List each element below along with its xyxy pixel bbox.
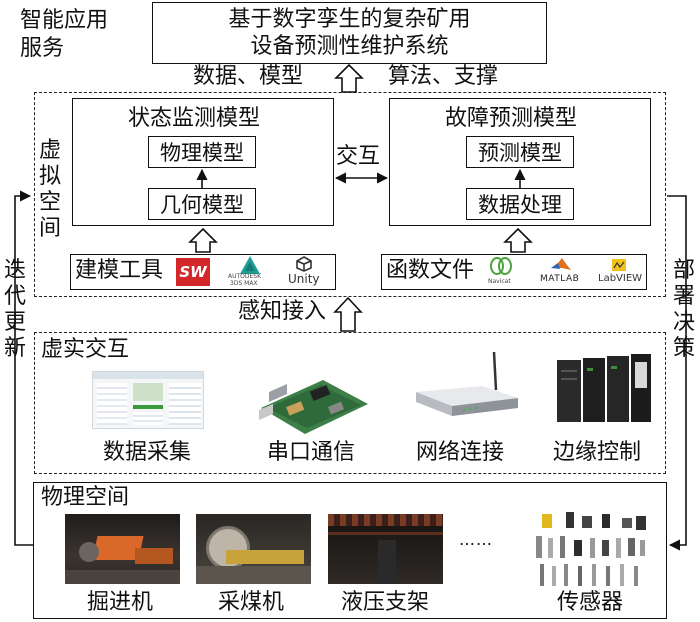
sensors-image (526, 510, 654, 592)
deploy-decision-char: 决 (672, 310, 695, 335)
solidworks-logo: SW (176, 258, 210, 286)
physical-space-label: 物理空间 (41, 485, 130, 510)
router-image (412, 348, 522, 428)
roadheader-image (65, 514, 180, 584)
labview-logo: LabVIEW (596, 256, 644, 288)
prediction-model-box: 预测模型 (466, 136, 574, 168)
deploy-decision-label: 部 署 决 策 (672, 258, 696, 362)
iterate-update-label: 迭 代 更 新 (3, 258, 27, 362)
virtual-real-interaction-region (34, 332, 666, 474)
service-label-line2: 服务 (20, 36, 65, 61)
function-files-label: 函数文件 (386, 258, 475, 283)
navicat-logo-text: Navicat (488, 278, 511, 285)
service-label-line1: 智能应用 (20, 8, 109, 33)
solidworks-logo-text: SW (179, 263, 207, 281)
data-processing-box: 数据处理 (466, 188, 574, 220)
deploy-decision-char: 署 (672, 284, 695, 309)
physical-model-box: 物理模型 (148, 136, 256, 168)
deploy-decision-char: 部 (672, 258, 695, 283)
hydraulic-support-image (328, 514, 443, 584)
edge-controller-image (553, 348, 655, 434)
3dsmax-logo-line1: AUTODESK (228, 273, 262, 280)
prediction-model-label: 预测模型 (478, 141, 562, 165)
matlab-logo: MATLAB (538, 256, 584, 288)
physical-item-sensor: 传感器 (557, 590, 624, 615)
virtual-real-interaction-label: 虚实交互 (41, 337, 130, 362)
labview-logo-text: LabVIEW (598, 273, 643, 284)
virtual-real-item-serial-communication: 串口通信 (267, 440, 356, 465)
virtual-space-char: 拟 (38, 164, 61, 189)
data-model-label: 数据、模型 (193, 64, 304, 89)
geometric-model-box: 几何模型 (148, 188, 256, 220)
interaction-label: 交互 (336, 144, 381, 169)
virtual-real-item-edge-control: 边缘控制 (553, 440, 642, 465)
hollow-arrow-to-system (334, 63, 364, 93)
physical-ellipsis: …… (459, 530, 493, 549)
physical-item-shearer: 采煤机 (218, 590, 285, 615)
iterate-update-char: 代 (3, 284, 26, 309)
virtual-space-char: 空 (38, 190, 61, 215)
hollow-arrow-sense-access (333, 296, 363, 332)
iterate-update-char: 迭 (3, 258, 26, 283)
physical-model-label: 物理模型 (160, 141, 244, 165)
system-title-line1: 基于数字孪生的复杂矿用 (228, 7, 471, 32)
shearer-image (196, 514, 311, 584)
serial-board-image (253, 358, 373, 440)
fault-prediction-model-title: 故障预测模型 (445, 106, 578, 131)
virtual-space-char: 虚 (38, 138, 61, 163)
physical-item-hydraulic-support: 液压支架 (341, 590, 430, 615)
unity-logo: Unity (282, 256, 326, 288)
data-acquisition-screenshot (92, 371, 204, 429)
system-title-box: 基于数字孪生的复杂矿用 设备预测性维护系统 (152, 2, 547, 64)
3dsmax-logo: AUTODESK 3DS MAX (228, 256, 272, 288)
deploy-decision-char: 策 (672, 336, 695, 361)
unity-logo-text: Unity (288, 272, 320, 286)
modeling-tools-label: 建模工具 (75, 258, 164, 283)
deploy-decision-loop (667, 195, 687, 551)
status-monitoring-model-title: 状态监测模型 (128, 106, 261, 131)
iterate-update-char: 新 (3, 336, 26, 361)
iterate-update-loop (14, 190, 33, 546)
function-files-box (381, 254, 647, 290)
sense-access-label: 感知接入 (238, 299, 327, 324)
system-title-line2: 设备预测性维护系统 (250, 34, 449, 59)
geometric-model-label: 几何模型 (160, 193, 244, 217)
virtual-space-char: 间 (38, 216, 61, 241)
iterate-update-char: 更 (3, 310, 26, 335)
virtual-real-item-data-acquisition: 数据采集 (103, 440, 192, 465)
3dsmax-logo-line2: 3DS MAX (230, 280, 258, 287)
virtual-real-item-network-connection: 网络连接 (416, 440, 505, 465)
navicat-logo: Navicat (484, 256, 518, 288)
virtual-space-label: 虚 拟 空 间 (38, 138, 64, 242)
physical-item-roadheader: 掘进机 (87, 590, 154, 615)
data-processing-label: 数据处理 (478, 193, 562, 217)
matlab-logo-text: MATLAB (540, 274, 580, 284)
algo-support-label: 算法、支撑 (388, 64, 499, 89)
